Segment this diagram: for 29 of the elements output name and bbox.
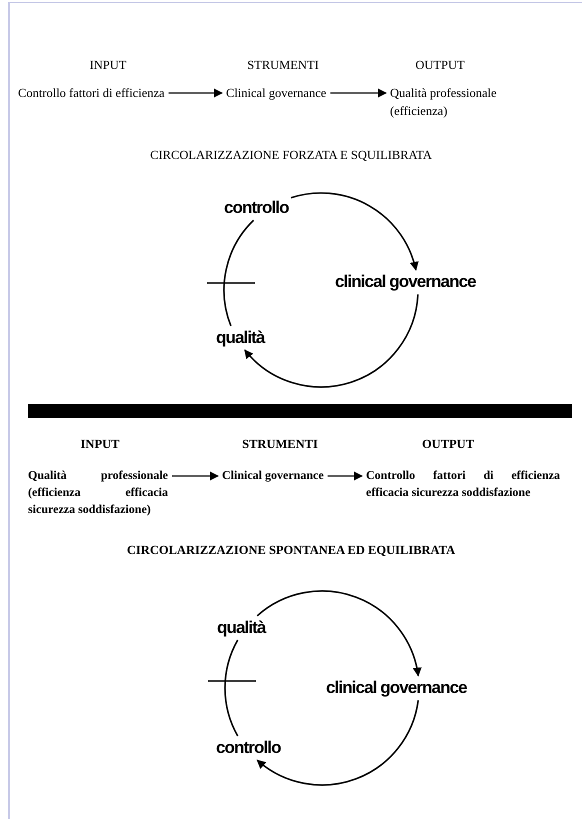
arrow	[330, 88, 387, 98]
arrow	[244, 294, 419, 388]
column-heading: STRUMENTI	[247, 57, 319, 74]
arrow	[328, 472, 363, 480]
flow-step-text: Qualità professionale (efficienza efficacia sicurezza soddisfazione)	[28, 467, 168, 518]
cycle-label: qualità	[216, 328, 264, 348]
connector-line	[224, 640, 238, 736]
column-heading: INPUT	[90, 57, 126, 74]
cycle-label: clinical governance	[326, 678, 467, 698]
flow-step-text: Controllo fattori di efficienza efficacia sicurezza soddisfazione	[366, 467, 560, 501]
arrow	[168, 88, 223, 98]
divider-bar	[28, 404, 572, 418]
cycle-label: clinical governance	[335, 272, 476, 292]
column-heading: OUTPUT	[415, 57, 465, 74]
column-heading: INPUT	[80, 436, 120, 453]
column-heading: STRUMENTI	[242, 436, 318, 453]
flow-step-text: Clinical governance	[222, 467, 324, 484]
column-heading: OUTPUT	[422, 436, 474, 453]
arrow	[256, 700, 420, 786]
flow-step-text: Qualità professionale (efficienza)	[390, 84, 515, 120]
section-title: CIRCOLARIZZAZIONE SPONTANEA ED EQUILIBRATA	[126, 542, 456, 559]
connector-line	[223, 220, 254, 326]
section-title: CIRCOLARIZZAZIONE FORZATA E SQUILIBRATA	[150, 147, 432, 164]
flow-step-text: Controllo fattori di efficienza	[18, 84, 165, 102]
arrow	[172, 472, 219, 480]
arrow	[290, 192, 418, 271]
cycle-label: qualità	[217, 618, 266, 638]
flow-step-text: Clinical governance	[226, 84, 326, 102]
arrow	[256, 590, 422, 677]
